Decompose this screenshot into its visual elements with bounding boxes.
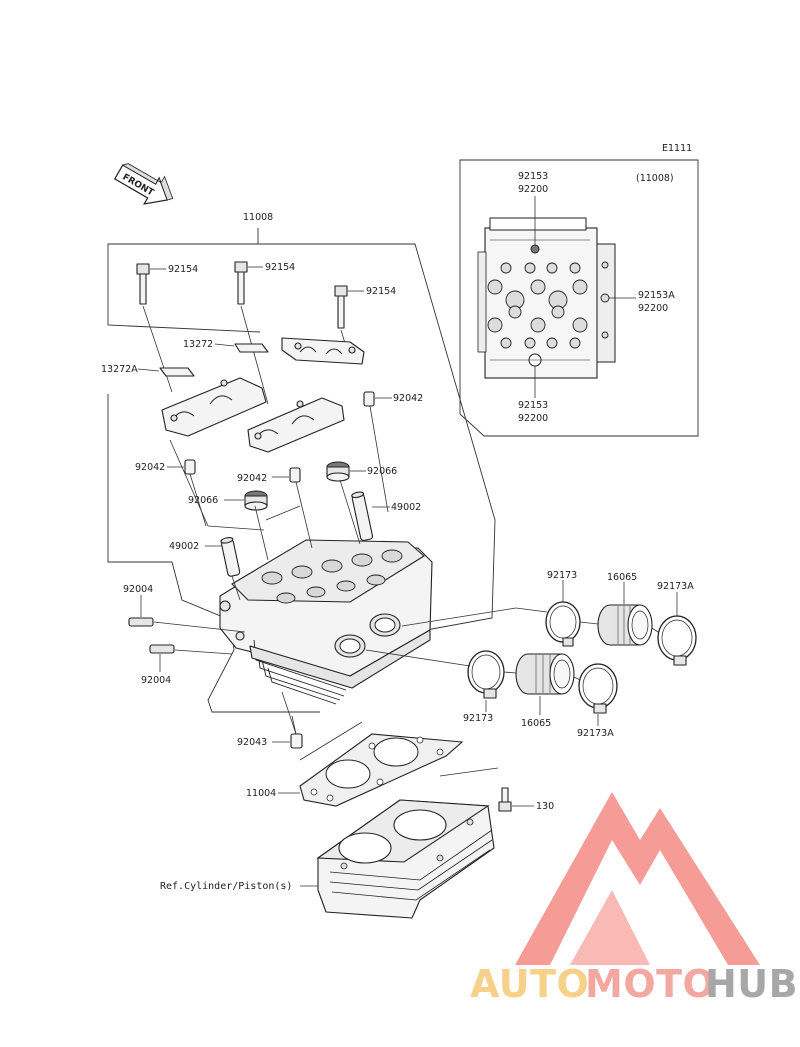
label-bolt-c: 92154 bbox=[366, 286, 396, 297]
inset-callout-top-part: 92153 bbox=[518, 171, 548, 182]
inset-callout-side-part: 92153A bbox=[638, 290, 675, 301]
stud-92004-lower bbox=[149, 644, 233, 672]
seal-92066-left bbox=[224, 490, 268, 511]
cylinder-bolt-130 bbox=[498, 787, 534, 812]
clamp-92173a-bottom bbox=[578, 663, 618, 726]
watermark-text-hub: HUB bbox=[705, 962, 798, 1006]
dowel-92042-upper bbox=[363, 391, 392, 407]
intake-port-right bbox=[369, 613, 401, 637]
watermark-text-moto: MOTO bbox=[585, 962, 715, 1006]
leader-lines bbox=[169, 405, 389, 735]
intake-port-left bbox=[334, 634, 366, 658]
inset-callout-bottom-sub: 92200 bbox=[518, 413, 548, 424]
label-dowel-mid: 92042 bbox=[237, 473, 267, 484]
automotohub-watermark: AUTO MOTO HUB bbox=[470, 792, 798, 1006]
label-holder-bottom: 16065 bbox=[521, 718, 551, 729]
label-bolt-a: 92154 bbox=[168, 264, 198, 275]
dowel-92043 bbox=[272, 715, 303, 749]
clamp-92173-bottom bbox=[467, 650, 505, 712]
label-cylinder-ref: Ref.Cylinder/Piston(s) bbox=[160, 881, 292, 892]
carburetor-holder-16065-top bbox=[597, 582, 653, 646]
clamp-92173-top bbox=[545, 580, 581, 647]
holder-plate-13272a bbox=[137, 367, 195, 377]
label-dowel-left: 92042 bbox=[135, 462, 165, 473]
dowel-92042-left bbox=[167, 459, 196, 475]
label-seal-left: 92066 bbox=[188, 495, 218, 506]
inset-callout-side-sub: 92200 bbox=[638, 303, 668, 314]
seal-92066-right bbox=[326, 461, 366, 482]
bolt-92154-a bbox=[136, 263, 173, 393]
camshaft-cap-mid bbox=[247, 397, 345, 453]
label-bolt-b: 92154 bbox=[265, 262, 295, 273]
label-stud-lower: 92004 bbox=[141, 675, 171, 686]
cylinder-head bbox=[219, 539, 433, 705]
carburetor-holder-16065-bottom bbox=[515, 653, 575, 715]
front-direction-arrow: FRONT bbox=[113, 163, 174, 205]
diagram-code: E1111 bbox=[662, 143, 692, 154]
inset-head-top-view: (11008) 92153 92200 92153A 92200 92153 9… bbox=[459, 159, 699, 437]
label-holder-top: 16065 bbox=[607, 572, 637, 583]
holder-plate-13272 bbox=[214, 343, 269, 353]
guide-49002-right bbox=[351, 491, 374, 542]
label-clamp-a-top: 92173A bbox=[657, 581, 694, 592]
label-guide-left: 49002 bbox=[169, 541, 199, 552]
label-seal-right: 92066 bbox=[367, 466, 397, 477]
watermark-text-auto: AUTO bbox=[470, 962, 589, 1006]
label-head-assembly: 11008 bbox=[243, 212, 273, 223]
label-clamp-top: 92173 bbox=[547, 570, 577, 581]
inset-callout-top-sub: 92200 bbox=[518, 184, 548, 195]
stud-92004-upper bbox=[128, 595, 246, 633]
label-clamp-bottom: 92173 bbox=[463, 713, 493, 724]
clamp-92173a-top bbox=[657, 592, 697, 666]
label-stud-upper: 92004 bbox=[123, 584, 153, 595]
camshaft-cap-left bbox=[161, 377, 267, 437]
camshaft-cap-right-upper bbox=[281, 337, 365, 365]
dowel-92042-mid bbox=[272, 467, 301, 483]
label-holder-plate: 13272 bbox=[183, 339, 213, 350]
inset-title: (11008) bbox=[636, 173, 674, 184]
label-guide-right: 49002 bbox=[391, 502, 421, 513]
label-holder-plate-a: 13272A bbox=[101, 364, 138, 375]
watermark-logo-triangle bbox=[515, 792, 760, 965]
label-clamp-a-bottom: 92173A bbox=[577, 728, 614, 739]
label-gasket: 11004 bbox=[246, 788, 276, 799]
label-dowel-lower: 92043 bbox=[237, 737, 267, 748]
guide-49002-left bbox=[220, 537, 241, 577]
label-dowel-upper: 92042 bbox=[393, 393, 423, 404]
label-cylinder-bolt: 130 bbox=[536, 801, 554, 812]
bolt-92154-b bbox=[234, 261, 269, 405]
watermark-logo-inner bbox=[570, 890, 650, 965]
cylinder-block-ref bbox=[300, 799, 495, 919]
inset-callout-bottom-part: 92153 bbox=[518, 400, 548, 411]
head-gasket-11004 bbox=[278, 733, 464, 807]
